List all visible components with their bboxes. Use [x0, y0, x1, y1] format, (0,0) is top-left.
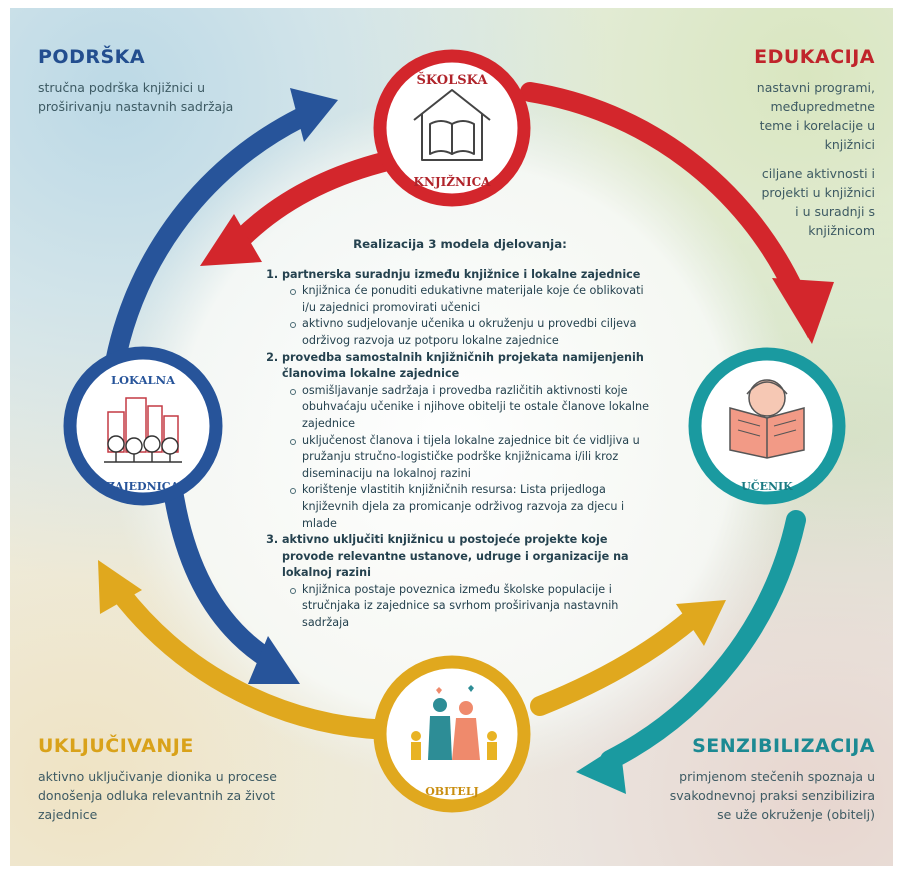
model-1-title: partnerska suradnju između knjižnice i l… [282, 267, 641, 281]
skolska-top-label: ŠKOLSKA [416, 71, 488, 88]
arrow-gold-to-lokalna [108, 580, 405, 740]
arrow-red-to-ucenik [520, 82, 804, 300]
node-ucenik: UČENIK [688, 347, 846, 505]
senzibilizacija-title: SENZIBILIZACIJA [692, 735, 875, 757]
arrow-gold-to-ucenik-head [676, 600, 726, 646]
content-heading: Realizacija 3 modela djelovanja: [353, 237, 567, 251]
lokalna-top-label: LOKALNA [111, 373, 176, 387]
center-disk [110, 95, 800, 785]
lokalna-bottom-label: ZAJEDNICA [107, 480, 180, 493]
family-icon [411, 685, 497, 760]
edukacija-title: EDUKACIJA [754, 46, 875, 68]
model-item-3: aktivno uključiti knjižnicu u postojeće … [282, 532, 652, 632]
arrow-teal-to-obitelj-head [576, 744, 626, 794]
corner-edukacija: EDUKACIJA nastavni programi, međupredmet… [645, 46, 875, 240]
arrow-blue-to-skolska [102, 108, 310, 390]
model-2-subs: osmišljavanje sadržaja i provedba različ… [282, 383, 652, 532]
corner-ukljucivanje: UKLJUČIVANJE aktivno uključivanje dionik… [38, 735, 278, 824]
models-list: partnerska suradnju između knjižnice i l… [268, 267, 652, 632]
model-3-subs: knjižnica postaje poveznica između škols… [282, 582, 652, 632]
reading-child-icon [729, 379, 805, 459]
model-1-subs: knjižnica će ponuditi edukativne materij… [282, 283, 652, 349]
model-3-sub-1: knjižnica postaje poveznica između škols… [290, 582, 652, 632]
senzibilizacija-text: primjenom stečenih spoznaja u svakodnevn… [669, 769, 875, 822]
skolska-bottom-label: KNJIŽNICA [414, 174, 492, 189]
arrow-gold-to-ucenik [530, 610, 700, 716]
model-2-sub-1: osmišljavanje sadržaja i provedba različ… [290, 383, 652, 433]
node-obitelj: OBITELJ [373, 655, 531, 813]
arrow-gold-to-lokalna-head [98, 560, 142, 614]
podrska-text: stručna podrška knjižnici u proširivanju… [38, 80, 234, 114]
model-item-1: partnerska suradnju između knjižnice i l… [282, 267, 652, 350]
node-skolska-knjiznica: ŠKOLSKA KNJIŽNICA [373, 49, 531, 207]
trees-icon [104, 435, 182, 463]
corner-senzibilizacija: SENZIBILIZACIJA primjenom stečenih spozn… [615, 735, 875, 824]
corner-podrska: PODRŠKA stručna podrška knjižnici u proš… [38, 46, 268, 116]
model-3-title: aktivno uključiti knjižnicu u postojeće … [282, 533, 629, 580]
arrow-blue-to-obitelj [162, 474, 280, 670]
arrow-red-to-lokalna [230, 148, 410, 250]
arrow-teal-to-obitelj [600, 510, 806, 770]
edukacija-text-2: ciljane aktivnosti i projekti u knjižnic… [761, 166, 875, 238]
ucenik-label: UČENIK [741, 479, 793, 493]
arrow-blue-to-skolska-head [290, 88, 338, 142]
model-1-sub-1: knjižnica će ponuditi edukativne materij… [290, 283, 652, 316]
model-2-sub-2: uključenost članova i tijela lokalne zaj… [290, 433, 652, 483]
model-1-sub-2: aktivno sudjelovanje učenika u okruženju… [290, 316, 652, 349]
model-2-title: provedba samostalnih knjižničnih projeka… [282, 350, 644, 381]
edukacija-text-1: nastavni programi, međupredmetne teme i … [756, 80, 875, 152]
podrska-title: PODRŠKA [38, 46, 146, 68]
ukljucivanje-text: aktivno uključivanje dionika u procese d… [38, 769, 277, 822]
arrow-red-to-lokalna-head [200, 214, 262, 266]
obitelj-label: OBITELJ [425, 785, 479, 798]
house-book-icon [413, 89, 491, 161]
model-2-sub-3: korištenje vlastitih knjižničnih resursa… [290, 482, 652, 532]
arrow-blue-to-obitelj-head [248, 636, 300, 684]
node-lokalna-zajednica: LOKALNA ZAJEDNICA [63, 346, 223, 506]
model-item-2: provedba samostalnih knjižničnih projeka… [282, 350, 652, 533]
center-content: Realizacija 3 modela djelovanja: partner… [268, 236, 652, 632]
ukljucivanje-title: UKLJUČIVANJE [38, 735, 194, 757]
